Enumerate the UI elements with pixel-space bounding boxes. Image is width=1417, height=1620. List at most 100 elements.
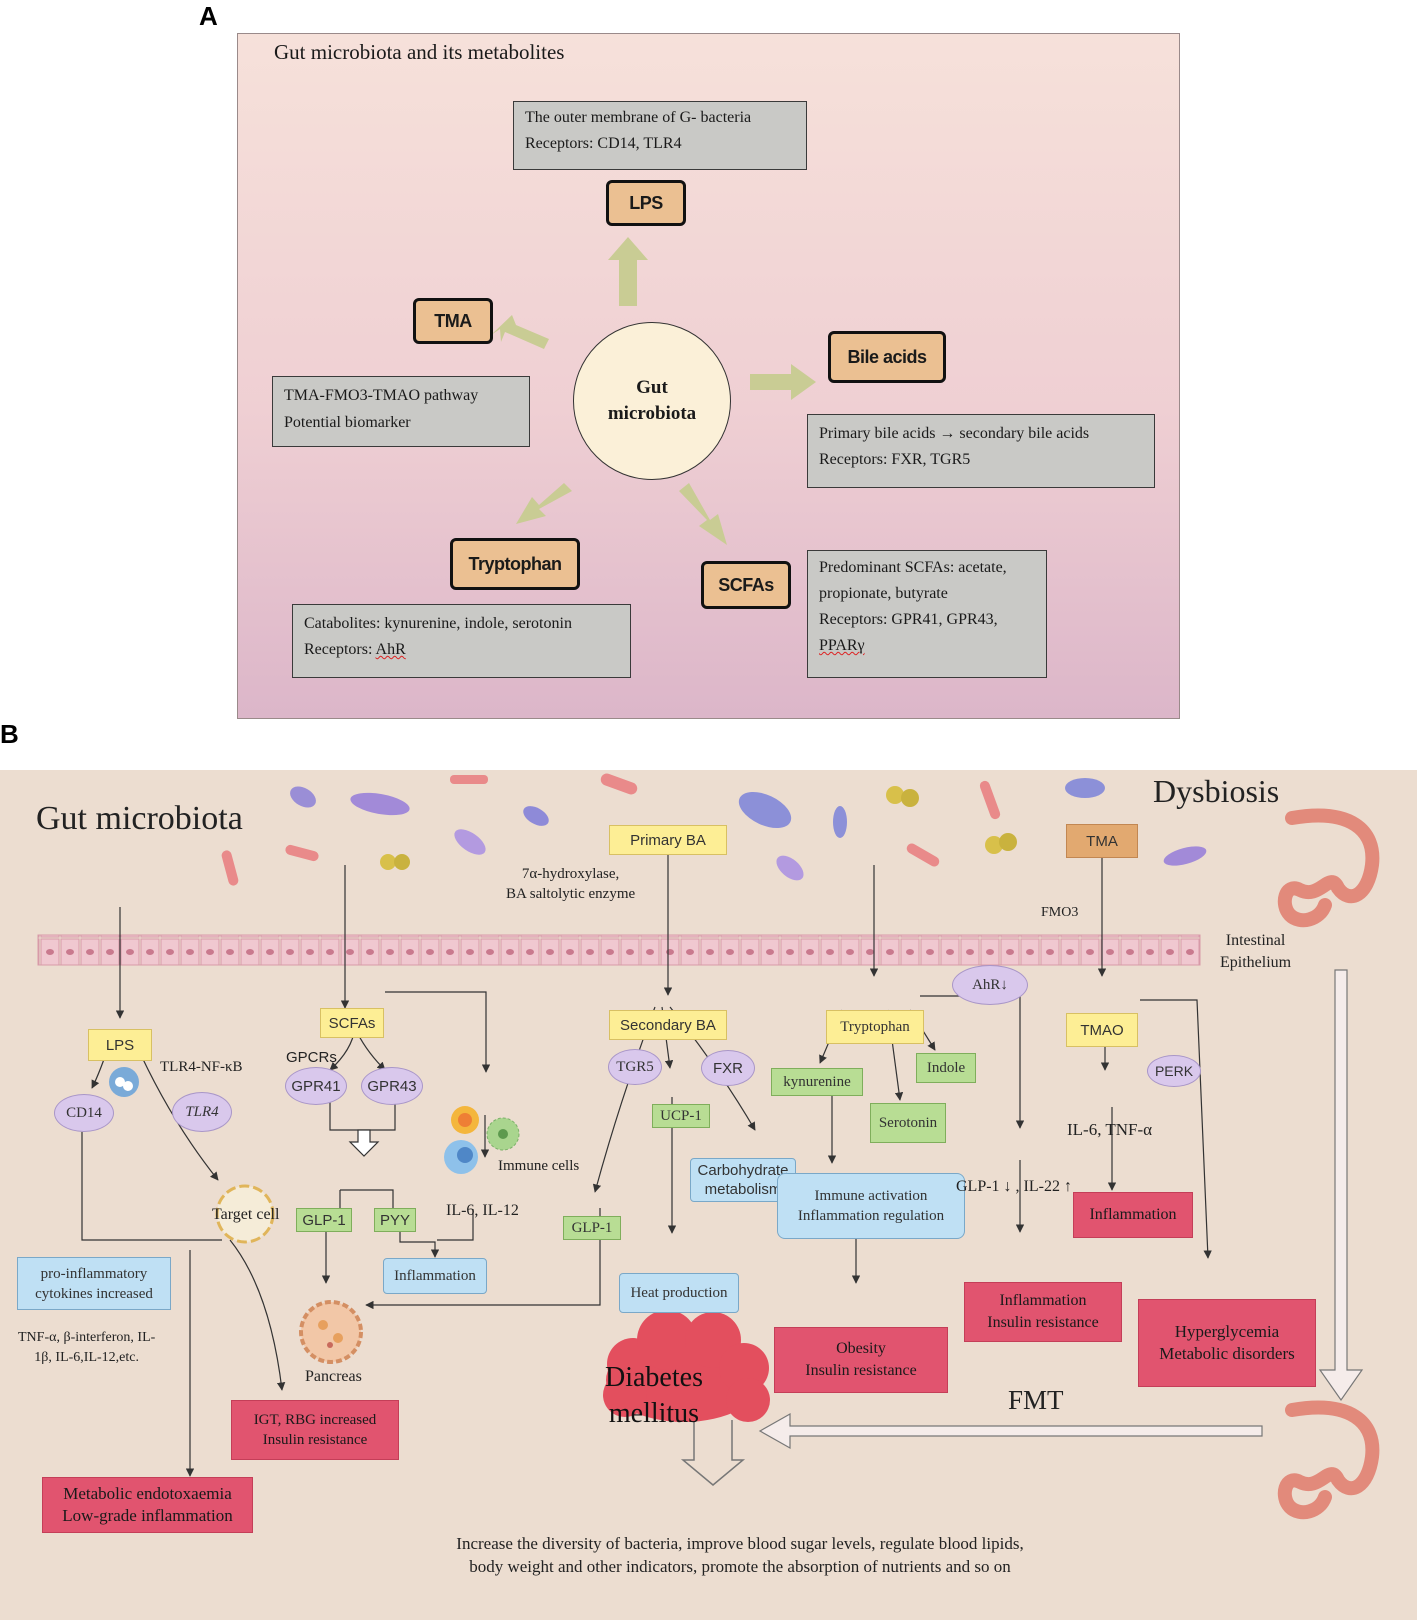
bacterium-icon [1065, 778, 1105, 798]
gut-microbiota-label: Gut microbiota [36, 800, 243, 837]
gpr43-oval: GPR43 [361, 1067, 423, 1105]
panel-a: Gut microbiota and its metabolites Gut m… [237, 33, 1180, 719]
panel-b: Gut microbiota Dysbiosis Intestinal Epit… [0, 770, 1417, 1620]
intestinal-epithelium-band [37, 934, 1201, 966]
bile-arrow: → [939, 425, 956, 442]
tma-info-box: TMA-FMO3-TMAO pathway Potential biomarke… [272, 376, 530, 447]
enzymes-line-2: BA saltolytic enzyme [506, 886, 636, 902]
fmt-benefits-text: Increase the diversity of bacteria, impr… [370, 1532, 1110, 1578]
center-line-1: Gut [636, 377, 668, 398]
tryptophan-box: Tryptophan [450, 538, 580, 590]
target-cell-icon [215, 1184, 275, 1244]
tmao-box: TMAO [1066, 1013, 1138, 1047]
igt-line-2: Insulin resistance [262, 1432, 368, 1448]
connector [81, 1132, 222, 1241]
cytokine-list: TNF-α, β-interferon, IL- 1β, IL-6,IL-12,… [18, 1328, 155, 1368]
fmt-arrow [758, 1412, 1263, 1450]
lps-info-box: The outer membrane of G- bacteria Recept… [513, 101, 807, 170]
immune-cells-label: Immune cells [498, 1158, 580, 1174]
cytokine-list-line-1: TNF-α, β-interferon, IL- [18, 1330, 156, 1345]
connector [385, 991, 491, 1073]
panel-a-arrows [491, 237, 816, 545]
il6-tnf-label: IL-6, TNF-α [1067, 1120, 1153, 1139]
scfas-info-box: Predominant SCFAs: acetate, propionate, … [807, 550, 1047, 678]
arrow-to-tma [491, 315, 549, 349]
inflammation-red-box: Inflammation [1073, 1192, 1193, 1238]
bacterium-icon [979, 780, 1001, 820]
diabetes-cloud [603, 1310, 770, 1422]
bacterium-icon [1163, 846, 1207, 866]
obesity-box: Obesity Insulin resistance [774, 1327, 948, 1393]
heat-production-box: Heat production [619, 1273, 739, 1313]
tryptophan-info-box: Catabolites: kynurenine, indole, seroton… [292, 604, 631, 678]
immune-act-line-1: Immune activation [814, 1188, 928, 1204]
diabetes-mellitus-label: Diabetes mellitus [605, 1360, 703, 1432]
connector [229, 1239, 286, 1391]
tryptophan-box: Tryptophan [826, 1010, 924, 1044]
intestine-icon [1277, 1400, 1380, 1520]
tma-box: TMA [1066, 824, 1138, 858]
connector [399, 1230, 440, 1258]
bile-info-box: Primary bile acids → secondary bile acid… [807, 414, 1155, 488]
panel-a-title: Gut microbiota and its metabolites [274, 40, 565, 64]
bacterium-icon [454, 829, 486, 855]
perk-oval: PERK [1147, 1055, 1201, 1087]
intestine-icon [1277, 808, 1380, 928]
inflam-ir-line-1: Inflammation [999, 1292, 1087, 1309]
diabetes-line-2: mellitus [608, 1398, 700, 1429]
bacterium-icon [833, 806, 847, 838]
intestinal-epithelium-label: Intestinal Epithelium [1220, 930, 1291, 974]
ahr-oval: AhR↓ [952, 965, 1028, 1005]
tryptophan-info-line-1: Catabolites: kynurenine, indole, seroton… [304, 615, 572, 632]
tlr4-receptor-icon [109, 1067, 139, 1097]
connector [437, 1209, 474, 1241]
proinflammatory-line-2: cytokines increased [35, 1285, 153, 1302]
hyperglycemia-line-1: Hyperglycemia [1174, 1322, 1280, 1341]
hyperglycemia-box: Hyperglycemia Metabolic disorders [1138, 1299, 1316, 1387]
pyy-box: PYY [374, 1208, 416, 1232]
indole-box: Indole [916, 1053, 976, 1083]
metabolic-endotox-line-1: Metabolic endotoxaemia [63, 1484, 232, 1503]
metabolic-endotoxaemia-box: Metabolic endotoxaemia Low-grade inflamm… [42, 1477, 253, 1533]
fmt-label: FMT [1008, 1385, 1064, 1415]
pancreas-icon [299, 1300, 363, 1364]
immune-cells-icon [444, 1106, 520, 1174]
intestinal-line-1: Intestinal [1225, 932, 1286, 949]
target-cell-label: Target cell [212, 1206, 280, 1223]
tma-box: TMA [413, 298, 493, 344]
carb-line-2: metabolism [704, 1181, 782, 1198]
gpcrs-label: GPCRs [286, 1049, 337, 1066]
dysbiosis-label: Dysbiosis [1153, 773, 1280, 809]
bacterium-icon [221, 850, 239, 886]
hyperglycemia-line-2: Metabolic disorders [1159, 1344, 1295, 1363]
enzymes-line-1: 7α-hydroxylase, [521, 866, 620, 882]
gut-microbiota-circle: Gut microbiota [573, 322, 731, 480]
scfas-box: SCFAs [320, 1008, 384, 1038]
diabetes-outcome-arrow [680, 1420, 746, 1486]
tlr4-oval: TLR4 [172, 1092, 232, 1132]
gpr41-oval: GPR41 [285, 1067, 347, 1105]
bile-info-line-1: Primary bile acids → secondary bile acid… [819, 421, 1143, 447]
bacterium-icon [450, 775, 488, 784]
scfas-info-line-3: Receptors: GPR41, GPR43, [819, 611, 998, 628]
bile-primary: Primary bile acids [819, 425, 936, 442]
cytokine-list-line-2: 1β, IL-6,IL-12,etc. [34, 1350, 139, 1365]
tlr4-nfkb-label: TLR4-NF-κB [160, 1059, 243, 1075]
arrow-to-scfas [679, 483, 727, 545]
bile-acids-box: Bile acids [828, 331, 946, 383]
bile-info-line-2: Receptors: FXR, TGR5 [819, 451, 971, 468]
pancreas-label: Pancreas [305, 1368, 362, 1385]
bacterium-icon [350, 792, 410, 816]
igt-line-1: IGT, RBG increased [253, 1412, 377, 1428]
proinflammatory-box: pro-inflammatory cytokines increased [17, 1257, 171, 1310]
bacterium-icon [380, 854, 396, 870]
lps-info-line-2: Receptors: CD14, TLR4 [525, 135, 682, 152]
gpr-to-hormones-arrow [348, 1129, 380, 1157]
bile-secondary: secondary bile acids [959, 425, 1090, 442]
center-line-2: microbiota [607, 403, 697, 424]
bacterium-icon [999, 833, 1017, 851]
secondary-ba-box: Secondary BA [609, 1010, 727, 1040]
ucp1-box: UCP-1 [652, 1104, 710, 1128]
tma-info-line-1: TMA-FMO3-TMAO pathway [284, 387, 479, 404]
panel-b-connectors [37, 773, 1380, 1520]
